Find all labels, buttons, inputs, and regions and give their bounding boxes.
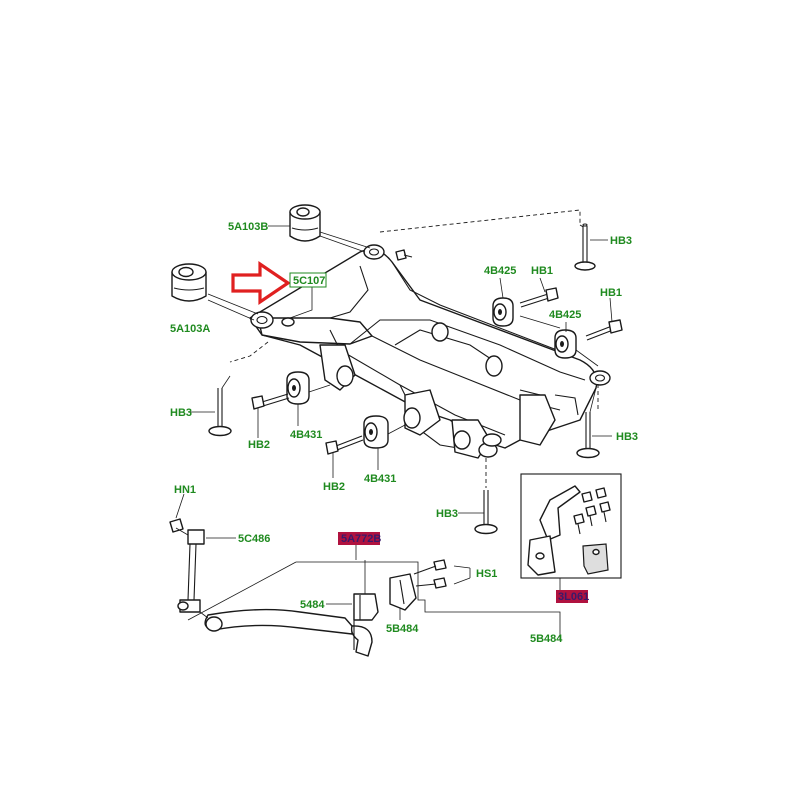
label-HB2-right: HB2 bbox=[323, 481, 345, 493]
assembly-lines bbox=[207, 209, 599, 488]
subframe-5C107[interactable] bbox=[249, 244, 611, 459]
bolt-HB2-right[interactable] bbox=[325, 435, 364, 455]
bolt-HB1-lower[interactable] bbox=[585, 319, 623, 341]
bushing-4B431-right[interactable] bbox=[363, 415, 389, 449]
label-5B484-edge: 5B484 bbox=[530, 633, 563, 645]
bushing-4B425-lower[interactable] bbox=[554, 329, 577, 359]
label-HN1: HN1 bbox=[174, 484, 196, 496]
mount-bushing-5A103A[interactable] bbox=[171, 263, 207, 302]
stabilizer-bar-5A772B[interactable] bbox=[204, 608, 373, 657]
mount-bushing-5A103B[interactable] bbox=[289, 204, 321, 242]
bolt-HB3-left[interactable] bbox=[208, 388, 232, 437]
clamp-5B484[interactable] bbox=[389, 559, 447, 611]
label-4B431-left: 4B431 bbox=[290, 429, 322, 441]
bolt-HB2-left[interactable] bbox=[251, 393, 290, 410]
label-HB1-upper: HB1 bbox=[531, 265, 553, 277]
label-HS1: HS1 bbox=[476, 568, 497, 580]
link-arm-5C486[interactable] bbox=[169, 518, 205, 613]
label-HB3-top-right: HB3 bbox=[610, 235, 632, 247]
label-5A103B: 5A103B bbox=[228, 221, 268, 233]
label-5C107[interactable]: 5C107 bbox=[293, 275, 325, 287]
label-5C486: 5C486 bbox=[238, 533, 270, 545]
label-3L061[interactable]: 3L061 bbox=[558, 591, 589, 603]
label-HB2-left: HB2 bbox=[248, 439, 270, 451]
bushing-4B425-upper[interactable] bbox=[492, 297, 514, 327]
bushing-4B431-left[interactable] bbox=[286, 371, 310, 405]
bolt-HB3-bottom[interactable] bbox=[474, 490, 498, 535]
right-arrow-outline-icon bbox=[231, 260, 291, 306]
label-5A103A: 5A103A bbox=[170, 323, 210, 335]
label-5A772B[interactable]: 5A772B bbox=[341, 533, 381, 545]
bolt-HB1-upper[interactable] bbox=[519, 287, 559, 308]
kit-bolts bbox=[573, 487, 611, 535]
label-HB3-left: HB3 bbox=[170, 407, 192, 419]
bushing-5484[interactable] bbox=[353, 593, 379, 621]
label-4B431-right: 4B431 bbox=[364, 473, 396, 485]
label-4B425-lower: 4B425 bbox=[549, 309, 581, 321]
hardware-kit-box[interactable] bbox=[520, 473, 622, 579]
bar-bracket-lines bbox=[187, 542, 561, 640]
stud-small bbox=[395, 249, 413, 261]
bolt-HB3-top-right[interactable] bbox=[574, 223, 596, 271]
label-HB3-bottom: HB3 bbox=[436, 508, 458, 520]
label-HB1-lower: HB1 bbox=[600, 287, 622, 299]
label-5484: 5484 bbox=[300, 599, 325, 611]
label-leaders bbox=[175, 225, 613, 620]
label-5B484-clamp: 5B484 bbox=[386, 623, 419, 635]
label-4B425-upper: 4B425 bbox=[484, 265, 516, 277]
label-HB3-right: HB3 bbox=[616, 431, 638, 443]
bolt-HB3-right[interactable] bbox=[576, 412, 600, 459]
